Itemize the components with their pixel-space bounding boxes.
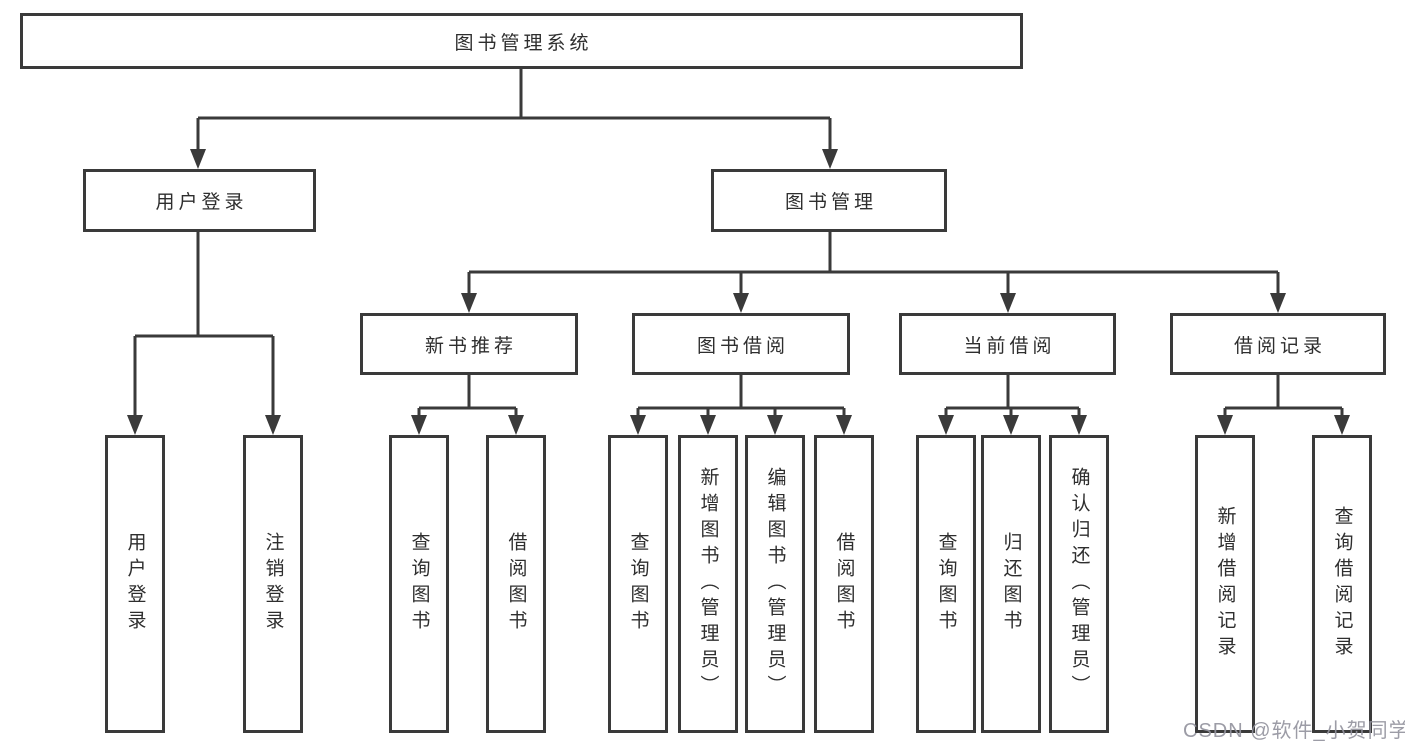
leaf-label: 归还图书	[1000, 532, 1022, 636]
leaf-query-books-current: 查询图书	[916, 435, 976, 733]
tree-edges	[133, 69, 1344, 418]
arrow-down-icon	[1217, 415, 1233, 435]
node-book-borrow: 图书借阅	[632, 313, 850, 375]
node-label: 图书借阅	[696, 335, 789, 357]
leaf-logout: 注销登录	[243, 435, 303, 733]
arrow-down-icon	[508, 415, 524, 435]
leaf-query-books-recommend: 查询图书	[389, 435, 449, 733]
leaf-add-borrow-record: 新增借阅记录	[1195, 435, 1255, 733]
leaf-label: 注销登录	[262, 532, 284, 636]
arrow-down-icon	[767, 415, 783, 435]
arrow-down-icon	[411, 415, 427, 435]
leaf-label: 用户登录	[124, 532, 146, 636]
node-borrow-records: 借阅记录	[1170, 313, 1386, 375]
leaf-add-books-admin: 新增图书（管理员）	[678, 435, 738, 733]
leaf-borrow-books: 借阅图书	[814, 435, 874, 733]
leaf-label: 查询借阅记录	[1331, 506, 1353, 662]
leaf-label: 编辑图书（管理员）	[764, 467, 786, 701]
arrow-down-icon	[1334, 415, 1350, 435]
arrow-down-icon	[190, 149, 206, 169]
node-label: 当前借阅	[963, 335, 1056, 357]
arrow-down-icon	[127, 415, 143, 435]
node-label: 新书推荐	[424, 335, 517, 357]
leaf-user-login: 用户登录	[105, 435, 165, 733]
arrow-down-icon	[1000, 293, 1016, 313]
leaf-label: 新增图书（管理员）	[697, 467, 719, 701]
arrow-down-icon	[1270, 293, 1286, 313]
arrow-down-icon	[461, 293, 477, 313]
leaf-query-books-borrow: 查询图书	[608, 435, 668, 733]
node-label: 图书管理	[784, 192, 877, 213]
arrow-down-icon	[1071, 415, 1087, 435]
leaf-edit-books-admin: 编辑图书（管理员）	[745, 435, 805, 733]
node-user-login: 用户登录	[83, 169, 316, 232]
arrow-down-icon	[700, 415, 716, 435]
arrow-down-icon	[265, 415, 281, 435]
leaf-label: 查询图书	[627, 532, 649, 636]
node-book-management: 图书管理	[711, 169, 947, 232]
csdn-watermark: CSDN @软件_小贺同学	[1183, 720, 1405, 742]
arrow-down-icon	[1003, 415, 1019, 435]
leaf-label: 确认归还（管理员）	[1068, 467, 1090, 701]
arrowhead-icons	[127, 149, 1350, 435]
leaf-label: 借阅图书	[833, 532, 855, 636]
node-label: 用户登录	[155, 192, 248, 213]
leaf-return-books: 归还图书	[981, 435, 1041, 733]
node-root-book-management-system: 图书管理系统	[20, 13, 1023, 69]
node-current-borrow: 当前借阅	[899, 313, 1116, 375]
leaf-borrow-books-recommend: 借阅图书	[486, 435, 546, 733]
node-label: 借阅记录	[1233, 335, 1326, 357]
leaf-label: 查询图书	[935, 532, 957, 636]
arrow-down-icon	[822, 149, 838, 169]
leaf-label: 新增借阅记录	[1214, 506, 1236, 662]
leaf-confirm-return-admin: 确认归还（管理员）	[1049, 435, 1109, 733]
arrow-down-icon	[938, 415, 954, 435]
arrow-down-icon	[836, 415, 852, 435]
arrow-down-icon	[733, 293, 749, 313]
arrow-down-icon	[630, 415, 646, 435]
leaf-query-borrow-record: 查询借阅记录	[1312, 435, 1372, 733]
node-new-book-recommend: 新书推荐	[360, 313, 578, 375]
node-label: 图书管理系统	[454, 32, 593, 54]
leaf-label: 借阅图书	[505, 532, 527, 636]
leaf-label: 查询图书	[408, 532, 430, 636]
